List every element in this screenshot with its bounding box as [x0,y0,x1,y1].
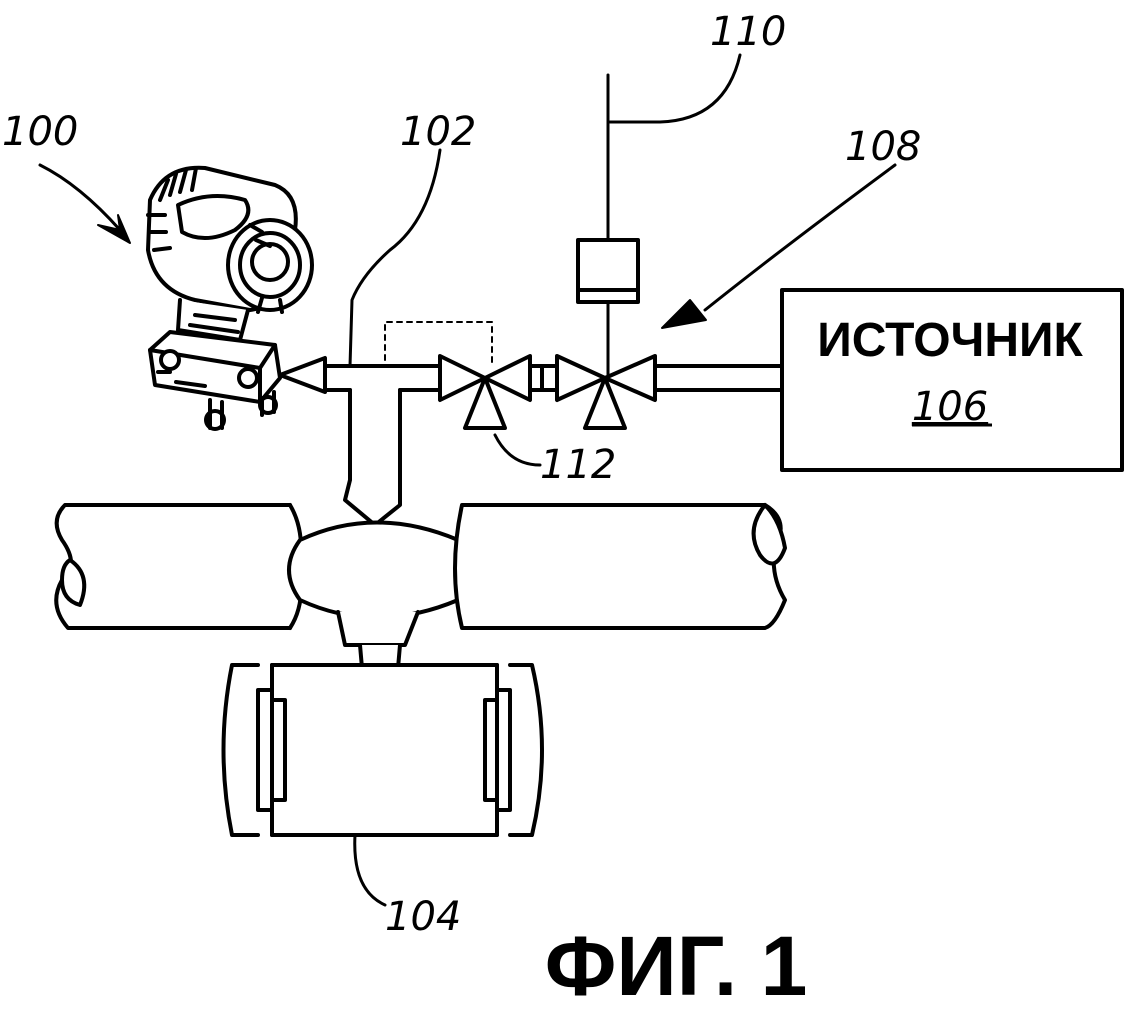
figure-caption: ФИГ. 1 [545,919,808,1009]
arrowhead-icon [97,214,131,244]
source-box-title: ИСТОЧНИК [817,314,1083,367]
source-box-number: 106 [912,384,988,430]
arrowhead-icon [661,299,707,329]
label-110: 110 [710,9,786,55]
label-108: 108 [845,124,921,170]
process-pipe [54,503,787,837]
manifold-tee [278,73,784,527]
pressure-transmitter [146,165,314,431]
label-100: 100 [2,109,78,155]
label-112: 112 [540,442,616,488]
source-box [780,288,1124,472]
leader-lines [38,53,897,907]
label-102: 102 [400,109,476,155]
label-104: 104 [385,894,461,940]
